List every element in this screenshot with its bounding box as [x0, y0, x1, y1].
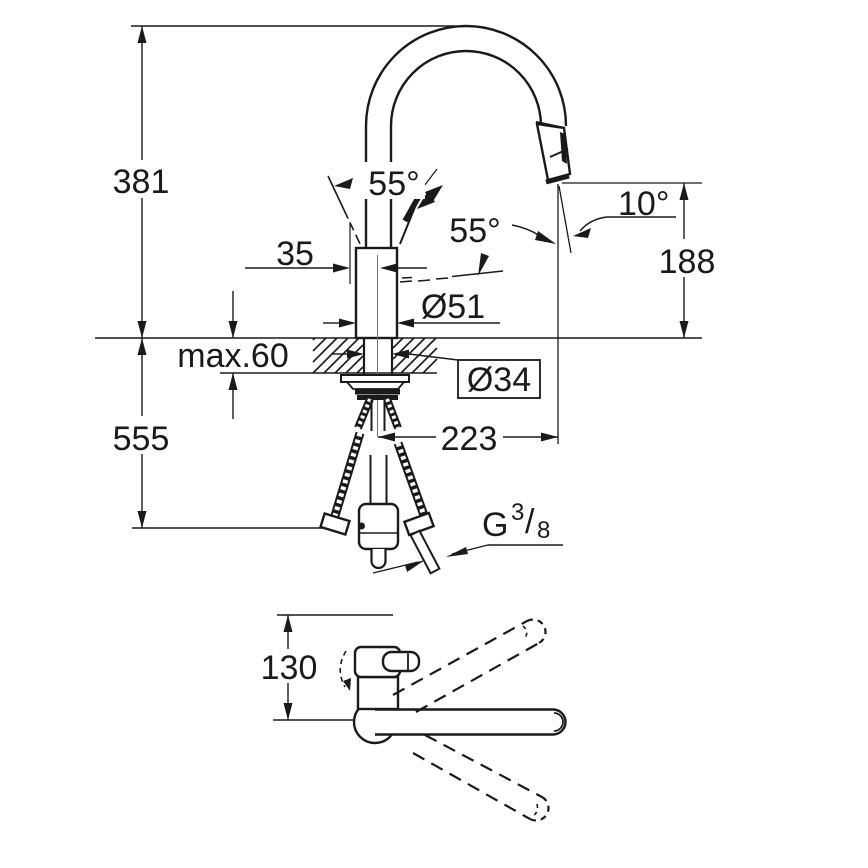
arrow-down-left-icon: [417, 191, 435, 209]
pullout-hose-weight: [357, 400, 400, 570]
hole-dimension-box: [457, 359, 541, 399]
dim-555-label: 555: [113, 420, 170, 458]
dim-spray-tilt-angle: 10°: [573, 185, 676, 238]
dim-35-label: 35: [276, 235, 314, 273]
thread-slash-label: /: [525, 503, 535, 541]
arrow-right-icon: [347, 349, 364, 359]
plan-view: 130: [256, 614, 567, 822]
dim-handle-offset: 35: [245, 235, 427, 273]
dim-hole-diameter: Ø34: [333, 349, 541, 399]
thread-denominator-label: 8: [537, 517, 550, 544]
arrow-up-icon: [679, 183, 689, 200]
dim-188-label: 188: [659, 243, 716, 281]
arrow-left-icon: [392, 349, 409, 359]
hose-nut-right: [402, 511, 436, 537]
arrow-down-icon: [679, 321, 689, 338]
arrow-down-icon: [478, 253, 489, 276]
plan-lever: [381, 650, 421, 673]
plan-spout-dashed-positions: [392, 618, 550, 822]
plan-spout-solid: [375, 708, 567, 736]
arrow-left-icon: [380, 263, 397, 273]
arrow-up-icon: [283, 615, 293, 632]
reference-lines: [95, 25, 702, 529]
supply-hoses: [319, 397, 441, 575]
arrow-up-icon: [137, 26, 147, 43]
angle-55-2-label: 55°: [449, 212, 500, 250]
arrow-right-icon: [333, 263, 350, 273]
plan-body: [356, 675, 400, 711]
arrow-up-icon: [228, 373, 238, 390]
arrow-left-icon: [397, 318, 414, 328]
arrow-down-icon: [137, 321, 147, 338]
arrow-down-icon: [343, 678, 351, 691]
handle-horizontal-position: [399, 270, 504, 283]
thread-g-label: G: [482, 506, 508, 544]
angle-10-label: 10°: [618, 185, 669, 223]
arrow-left-icon: [334, 178, 353, 189]
dim-spout-reach: 223: [378, 420, 558, 458]
spray-head: [535, 121, 572, 185]
dim-handle-open-angle: 55°: [449, 212, 556, 276]
arrow-down-icon: [137, 511, 147, 528]
dim-d51-label: Ø51: [421, 288, 485, 326]
arrow-right-icon: [535, 231, 556, 244]
arrow-right-icon: [339, 318, 356, 328]
dim-outlet-height: 188: [654, 183, 720, 338]
arrow-down-left-icon: [446, 547, 468, 557]
faucet-body: [354, 246, 399, 437]
dim-handle-swivel-angle: 55°: [334, 162, 443, 209]
handle-dashed-position: [327, 175, 362, 247]
dim-body-diameter: Ø51: [323, 288, 500, 328]
arrow-left-icon: [573, 228, 591, 238]
arrow-left-icon: [378, 432, 395, 442]
arrow-up-right-icon: [405, 560, 425, 572]
dim-130-label: 130: [261, 649, 318, 687]
dim-d34-label: Ø34: [467, 361, 531, 399]
thread-numerator-label: 3: [511, 499, 524, 526]
arrow-up-icon: [137, 338, 147, 355]
hose-nut-left: [319, 512, 351, 536]
dim-counter-thickness: max.60: [177, 291, 289, 419]
arrow-down-icon: [283, 703, 293, 720]
thread-size-callout: G 3 / 8: [372, 499, 563, 574]
arrow-right-icon: [541, 432, 558, 442]
dim-left-heights: 381 555: [110, 26, 172, 528]
dim-max60-label: max.60: [177, 337, 289, 375]
dim-spout-axis-offset: 130: [256, 614, 393, 721]
dim-381-label: 381: [113, 163, 170, 201]
angle-55-1-label: 55°: [368, 165, 419, 203]
mounting-hardware: [340, 338, 410, 400]
dim-223-label: 223: [441, 420, 498, 458]
arrow-down-icon: [228, 321, 238, 338]
